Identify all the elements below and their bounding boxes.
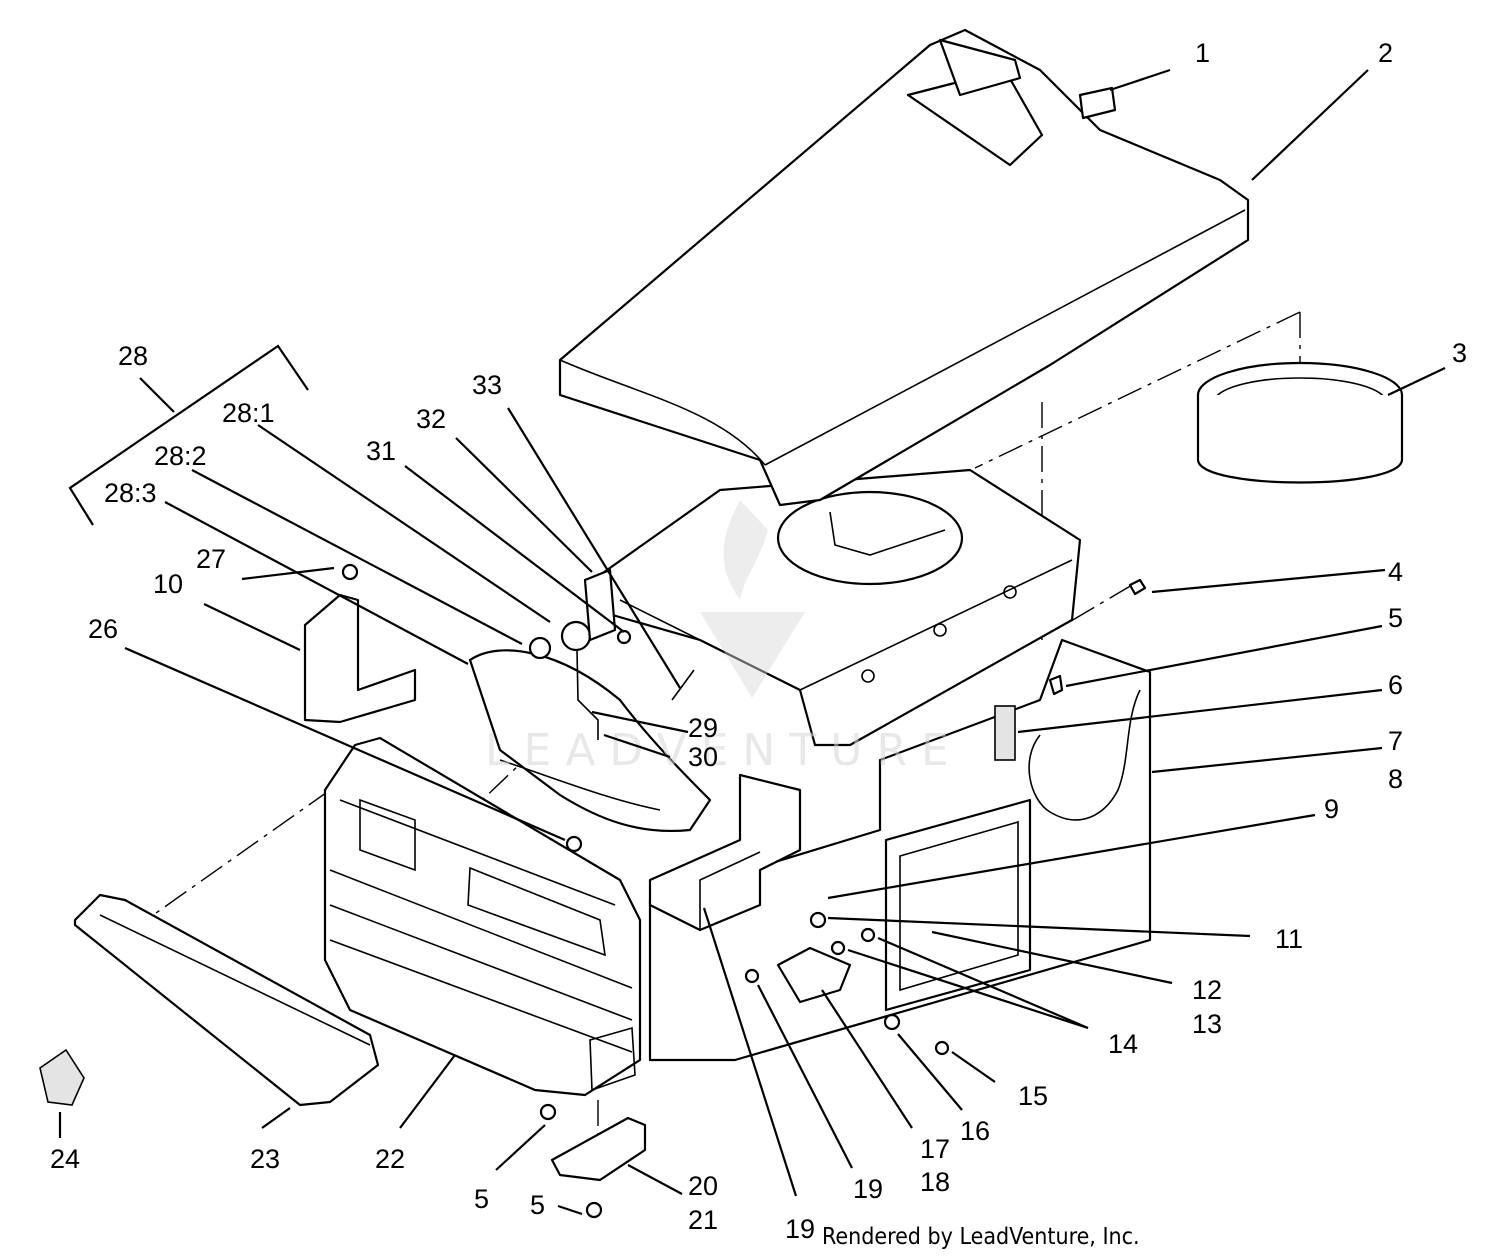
- callout-label: 5: [1388, 603, 1403, 633]
- callout-label: 19: [785, 1214, 815, 1244]
- callout-label: 28:3: [104, 478, 157, 508]
- callout-label: 24: [50, 1144, 80, 1174]
- callout-label: 19: [853, 1174, 883, 1204]
- headlight-switch: [583, 568, 617, 642]
- callout-label: 31: [366, 436, 396, 466]
- watermark-text: LEADVENTURE: [485, 725, 963, 776]
- callout-label: 13: [1192, 1009, 1222, 1039]
- hood: [558, 28, 1250, 507]
- callout-label: 32: [416, 404, 446, 434]
- callout-label: 14: [1108, 1029, 1138, 1059]
- callout-label: 23: [250, 1144, 280, 1174]
- callout-label: 7: [1388, 726, 1403, 756]
- grille-bracket: [550, 1116, 647, 1219]
- small-parts: [994, 86, 1404, 761]
- callout-label: 1: [1195, 38, 1210, 68]
- callout-label: 28:2: [154, 441, 207, 471]
- callout-label: 6: [1388, 670, 1403, 700]
- callout-label: 22: [375, 1144, 405, 1174]
- callout-label: 5: [474, 1184, 489, 1214]
- callout-label: 20: [688, 1171, 718, 1201]
- callout-labels: 1 2 3 4 5 6 7 8 9 11 12 13 14 15 16 17 1…: [50, 38, 1467, 1244]
- headlight-bracket: [303, 563, 417, 724]
- pad: [994, 705, 1016, 761]
- callout-label: 17: [920, 1134, 950, 1164]
- leadventure-watermark: LEADVENTURE: [485, 500, 963, 776]
- callout-label: 4: [1388, 557, 1403, 587]
- callout-label: 30: [688, 742, 718, 772]
- bracket-assembly: [648, 773, 950, 1056]
- callout-label: 3: [1452, 338, 1467, 368]
- front-cover: [73, 893, 380, 1107]
- emblem: [39, 1048, 85, 1106]
- callout-label: 18: [920, 1167, 950, 1197]
- callout-label: 5: [530, 1190, 545, 1220]
- callout-label: 28: [118, 341, 148, 371]
- callout-label: 2: [1378, 38, 1393, 68]
- grille: [323, 736, 642, 1121]
- bulb-socket: [560, 620, 592, 652]
- callout-label: 10: [153, 569, 183, 599]
- headlight-harness: [468, 568, 712, 832]
- callout-label: 21: [688, 1205, 718, 1235]
- callout-label: 29: [688, 713, 718, 743]
- callout-label: 9: [1324, 794, 1339, 824]
- callout-label: 27: [196, 544, 226, 574]
- callout-label: 12: [1192, 975, 1222, 1005]
- callout-label: 26: [88, 614, 118, 644]
- callout-label: 11: [1275, 924, 1303, 954]
- leader-lines: [58, 68, 1446, 1216]
- hood-latch-part: [1078, 86, 1117, 120]
- callout-label: 15: [1018, 1081, 1048, 1111]
- callout-label: 28:1: [222, 398, 275, 428]
- callout-label: 33: [472, 370, 502, 400]
- callout-label: 16: [960, 1116, 990, 1146]
- callout-label: 8: [1388, 764, 1403, 794]
- render-credit: Rendered by LeadVenture, Inc.: [822, 1224, 1140, 1250]
- bulb: [528, 636, 552, 660]
- dash-panel-assembly: [593, 468, 1082, 747]
